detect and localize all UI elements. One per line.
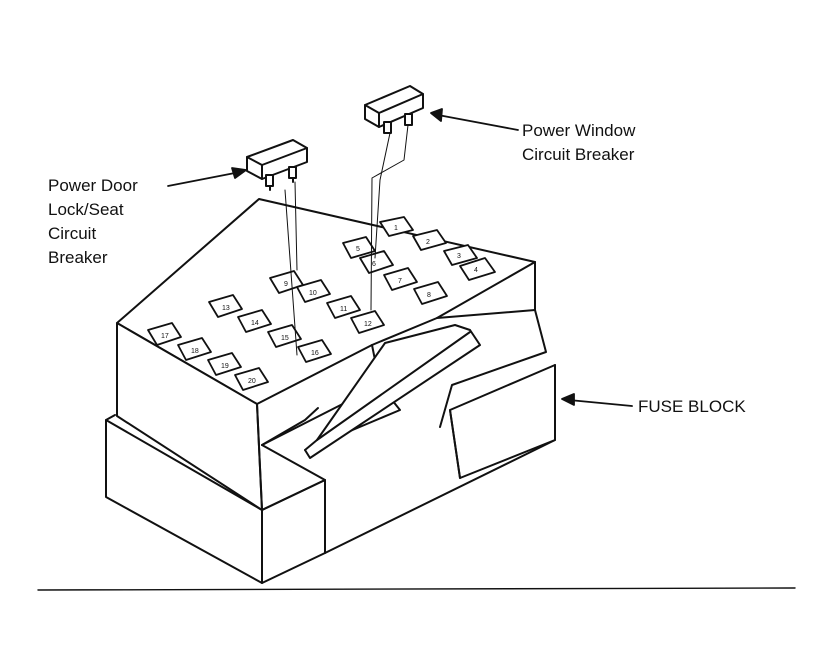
fuse-number: 9 <box>284 281 288 288</box>
label-line: Power Window <box>522 121 636 140</box>
fuse-number: 20 <box>248 378 256 385</box>
door-lock-circuit-breaker <box>246 139 308 356</box>
fuse-number: 11 <box>340 306 347 313</box>
fuse-number: 8 <box>427 292 431 299</box>
window-circuit-breaker <box>364 85 424 311</box>
fuse-number: 14 <box>251 320 259 327</box>
fuse-number: 19 <box>221 363 229 370</box>
fuse-number: 18 <box>191 348 199 355</box>
label-line: Circuit <box>48 224 97 243</box>
label-line: Breaker <box>48 248 108 267</box>
fuse-number: 17 <box>161 333 169 340</box>
bottom-rule <box>37 587 796 591</box>
fuse-number: 13 <box>222 305 230 312</box>
label-line: Circuit Breaker <box>522 145 635 164</box>
label-line: Power Door <box>48 176 138 195</box>
fuse-number: 2 <box>426 239 430 246</box>
fuse-number: 3 <box>457 253 461 260</box>
fuse-block-body <box>116 198 556 554</box>
door-lock-breaker-label: Power Door Lock/Seat Circuit Breaker <box>48 174 138 270</box>
fuse-number: 7 <box>398 278 402 285</box>
fuse-number: 15 <box>281 335 289 342</box>
fuse-slots <box>147 216 496 391</box>
label-line: Lock/Seat <box>48 200 124 219</box>
fuse-number: 12 <box>364 321 372 328</box>
fuse-number: 4 <box>474 267 478 274</box>
fuse-number: 1 <box>394 225 398 232</box>
fuse-number: 6 <box>372 261 376 268</box>
fuse-block-text: FUSE BLOCK <box>638 397 746 416</box>
fuse-block-label: FUSE BLOCK <box>638 395 746 419</box>
window-breaker-label: Power Window Circuit Breaker <box>522 119 635 167</box>
fuse-number: 16 <box>311 350 319 357</box>
fuse-slot-numbers: 1 2 3 4 5 6 7 8 9 10 11 12 13 14 15 16 1… <box>161 225 478 385</box>
leader-arrows <box>167 108 633 407</box>
fuse-number: 10 <box>309 290 317 297</box>
fuse-number: 5 <box>356 246 360 253</box>
